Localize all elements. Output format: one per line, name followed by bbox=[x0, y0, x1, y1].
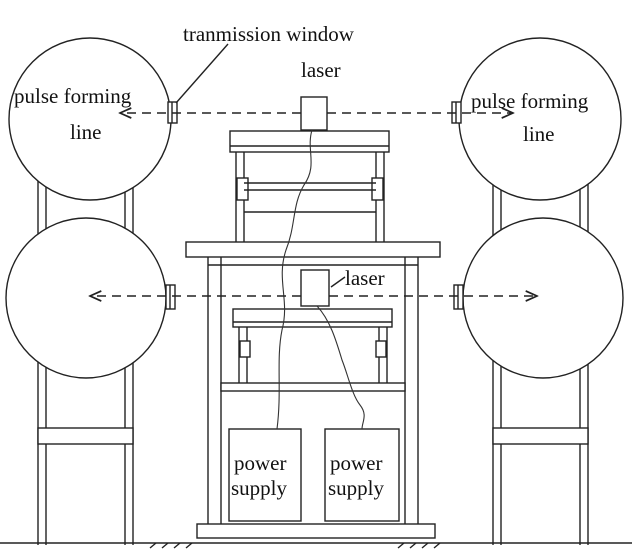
left-power-supply bbox=[228, 428, 302, 522]
upper-laser-cable bbox=[276, 129, 313, 430]
upper-right-pfl-sphere bbox=[458, 37, 622, 201]
left-power-supply-label-line2: supply bbox=[231, 476, 288, 500]
lower-left-pfl-sphere bbox=[5, 217, 167, 379]
right-power-supply-label-line2: supply bbox=[328, 476, 385, 500]
upper-laser-stage bbox=[229, 130, 390, 242]
ground-line bbox=[0, 542, 632, 549]
upper-laser-box bbox=[300, 96, 328, 131]
lower-laser-stage bbox=[220, 308, 406, 392]
transmission-window-leader bbox=[175, 43, 229, 104]
left-pfl-label-line1: pulse forming bbox=[14, 84, 132, 108]
base-plate bbox=[196, 523, 436, 539]
lower-right-pfl-sphere bbox=[462, 217, 624, 379]
lower-laser-cable bbox=[316, 305, 365, 430]
lower-laser-label: laser bbox=[345, 266, 385, 290]
upper-laser-label: laser bbox=[301, 58, 341, 82]
left-pfl-label-line2: line bbox=[70, 120, 102, 144]
right-power-supply-label-line1: power bbox=[330, 451, 382, 475]
lower-laser-box bbox=[300, 269, 330, 307]
right-power-supply bbox=[324, 428, 400, 522]
right-pfl-label-line2: line bbox=[523, 122, 555, 146]
right-pfl-label-line1: pulse forming bbox=[471, 89, 589, 113]
left-power-supply-label-line1: power bbox=[234, 451, 286, 475]
transmission-window-lower-right bbox=[453, 284, 464, 310]
transmission-window-label: tranmission window bbox=[183, 22, 355, 46]
transmission-window-lower-left bbox=[165, 284, 176, 310]
upper-left-pfl-sphere bbox=[8, 37, 172, 201]
lower-laser-leader bbox=[330, 276, 346, 288]
main-platform bbox=[185, 241, 441, 524]
